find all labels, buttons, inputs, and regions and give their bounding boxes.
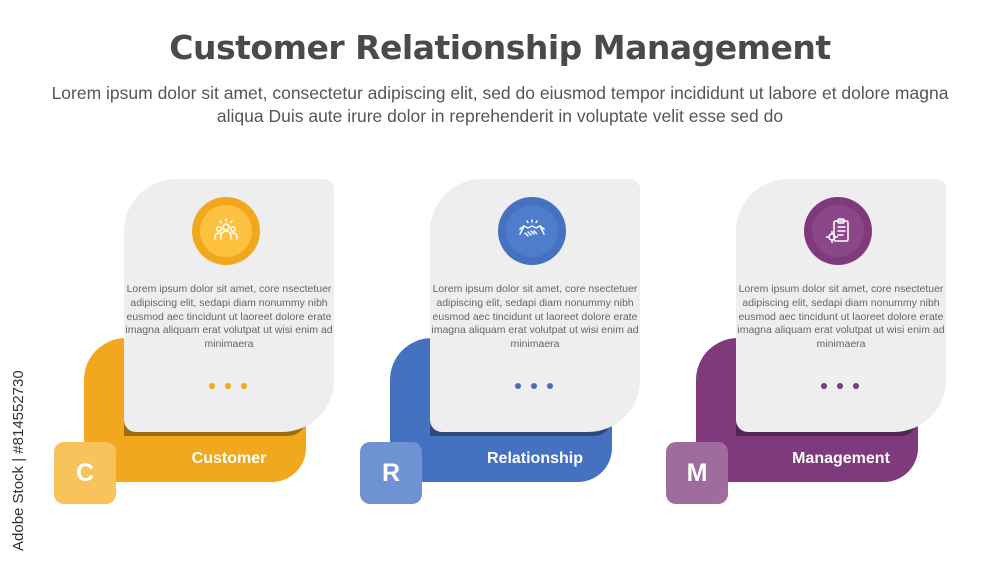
group-people-icon	[214, 218, 238, 240]
clipboard-gear-icon	[825, 218, 849, 244]
dot	[225, 383, 231, 389]
dot	[515, 383, 521, 389]
card-body-text: Lorem ipsum dolor sit amet, core nsectet…	[431, 283, 639, 351]
icon-ring	[498, 197, 566, 265]
card-label: Management	[792, 450, 890, 467]
icon-inner	[812, 205, 864, 257]
dot	[531, 383, 537, 389]
dots-indicator	[821, 383, 861, 391]
dot	[837, 383, 843, 389]
letter-badge: R	[360, 442, 422, 504]
dot	[209, 383, 215, 389]
dot	[241, 383, 247, 389]
card-management: Lorem ipsum dolor sit amet, core nsectet…	[666, 0, 966, 563]
card-body-text: Lorem ipsum dolor sit amet, core nsectet…	[737, 283, 945, 351]
card-body-text: Lorem ipsum dolor sit amet, core nsectet…	[125, 283, 333, 351]
letter-badge: C	[54, 442, 116, 504]
icon-ring	[192, 197, 260, 265]
letter-badge: M	[666, 442, 728, 504]
card-label: Relationship	[486, 450, 583, 467]
page-subtitle: Lorem ipsum dolor sit amet, consectetur …	[51, 83, 949, 126]
icon-inner	[200, 205, 252, 257]
card-label: Customer	[191, 450, 267, 467]
dot	[547, 383, 553, 389]
card-relationship: Lorem ipsum dolor sit amet, core nsectet…	[360, 0, 660, 563]
stock-watermark: Adobe Stock | #814552730	[10, 370, 27, 551]
icon-ring	[804, 197, 872, 265]
dot	[821, 383, 827, 389]
dot	[853, 383, 859, 389]
handshake-icon	[519, 219, 545, 237]
dots-indicator	[209, 383, 249, 391]
page-title: Customer Relationship Management	[169, 28, 831, 67]
dots-indicator	[515, 383, 555, 391]
icon-inner	[506, 205, 558, 257]
card-customer: Lorem ipsum dolor sit amet, core nsectet…	[54, 0, 354, 563]
